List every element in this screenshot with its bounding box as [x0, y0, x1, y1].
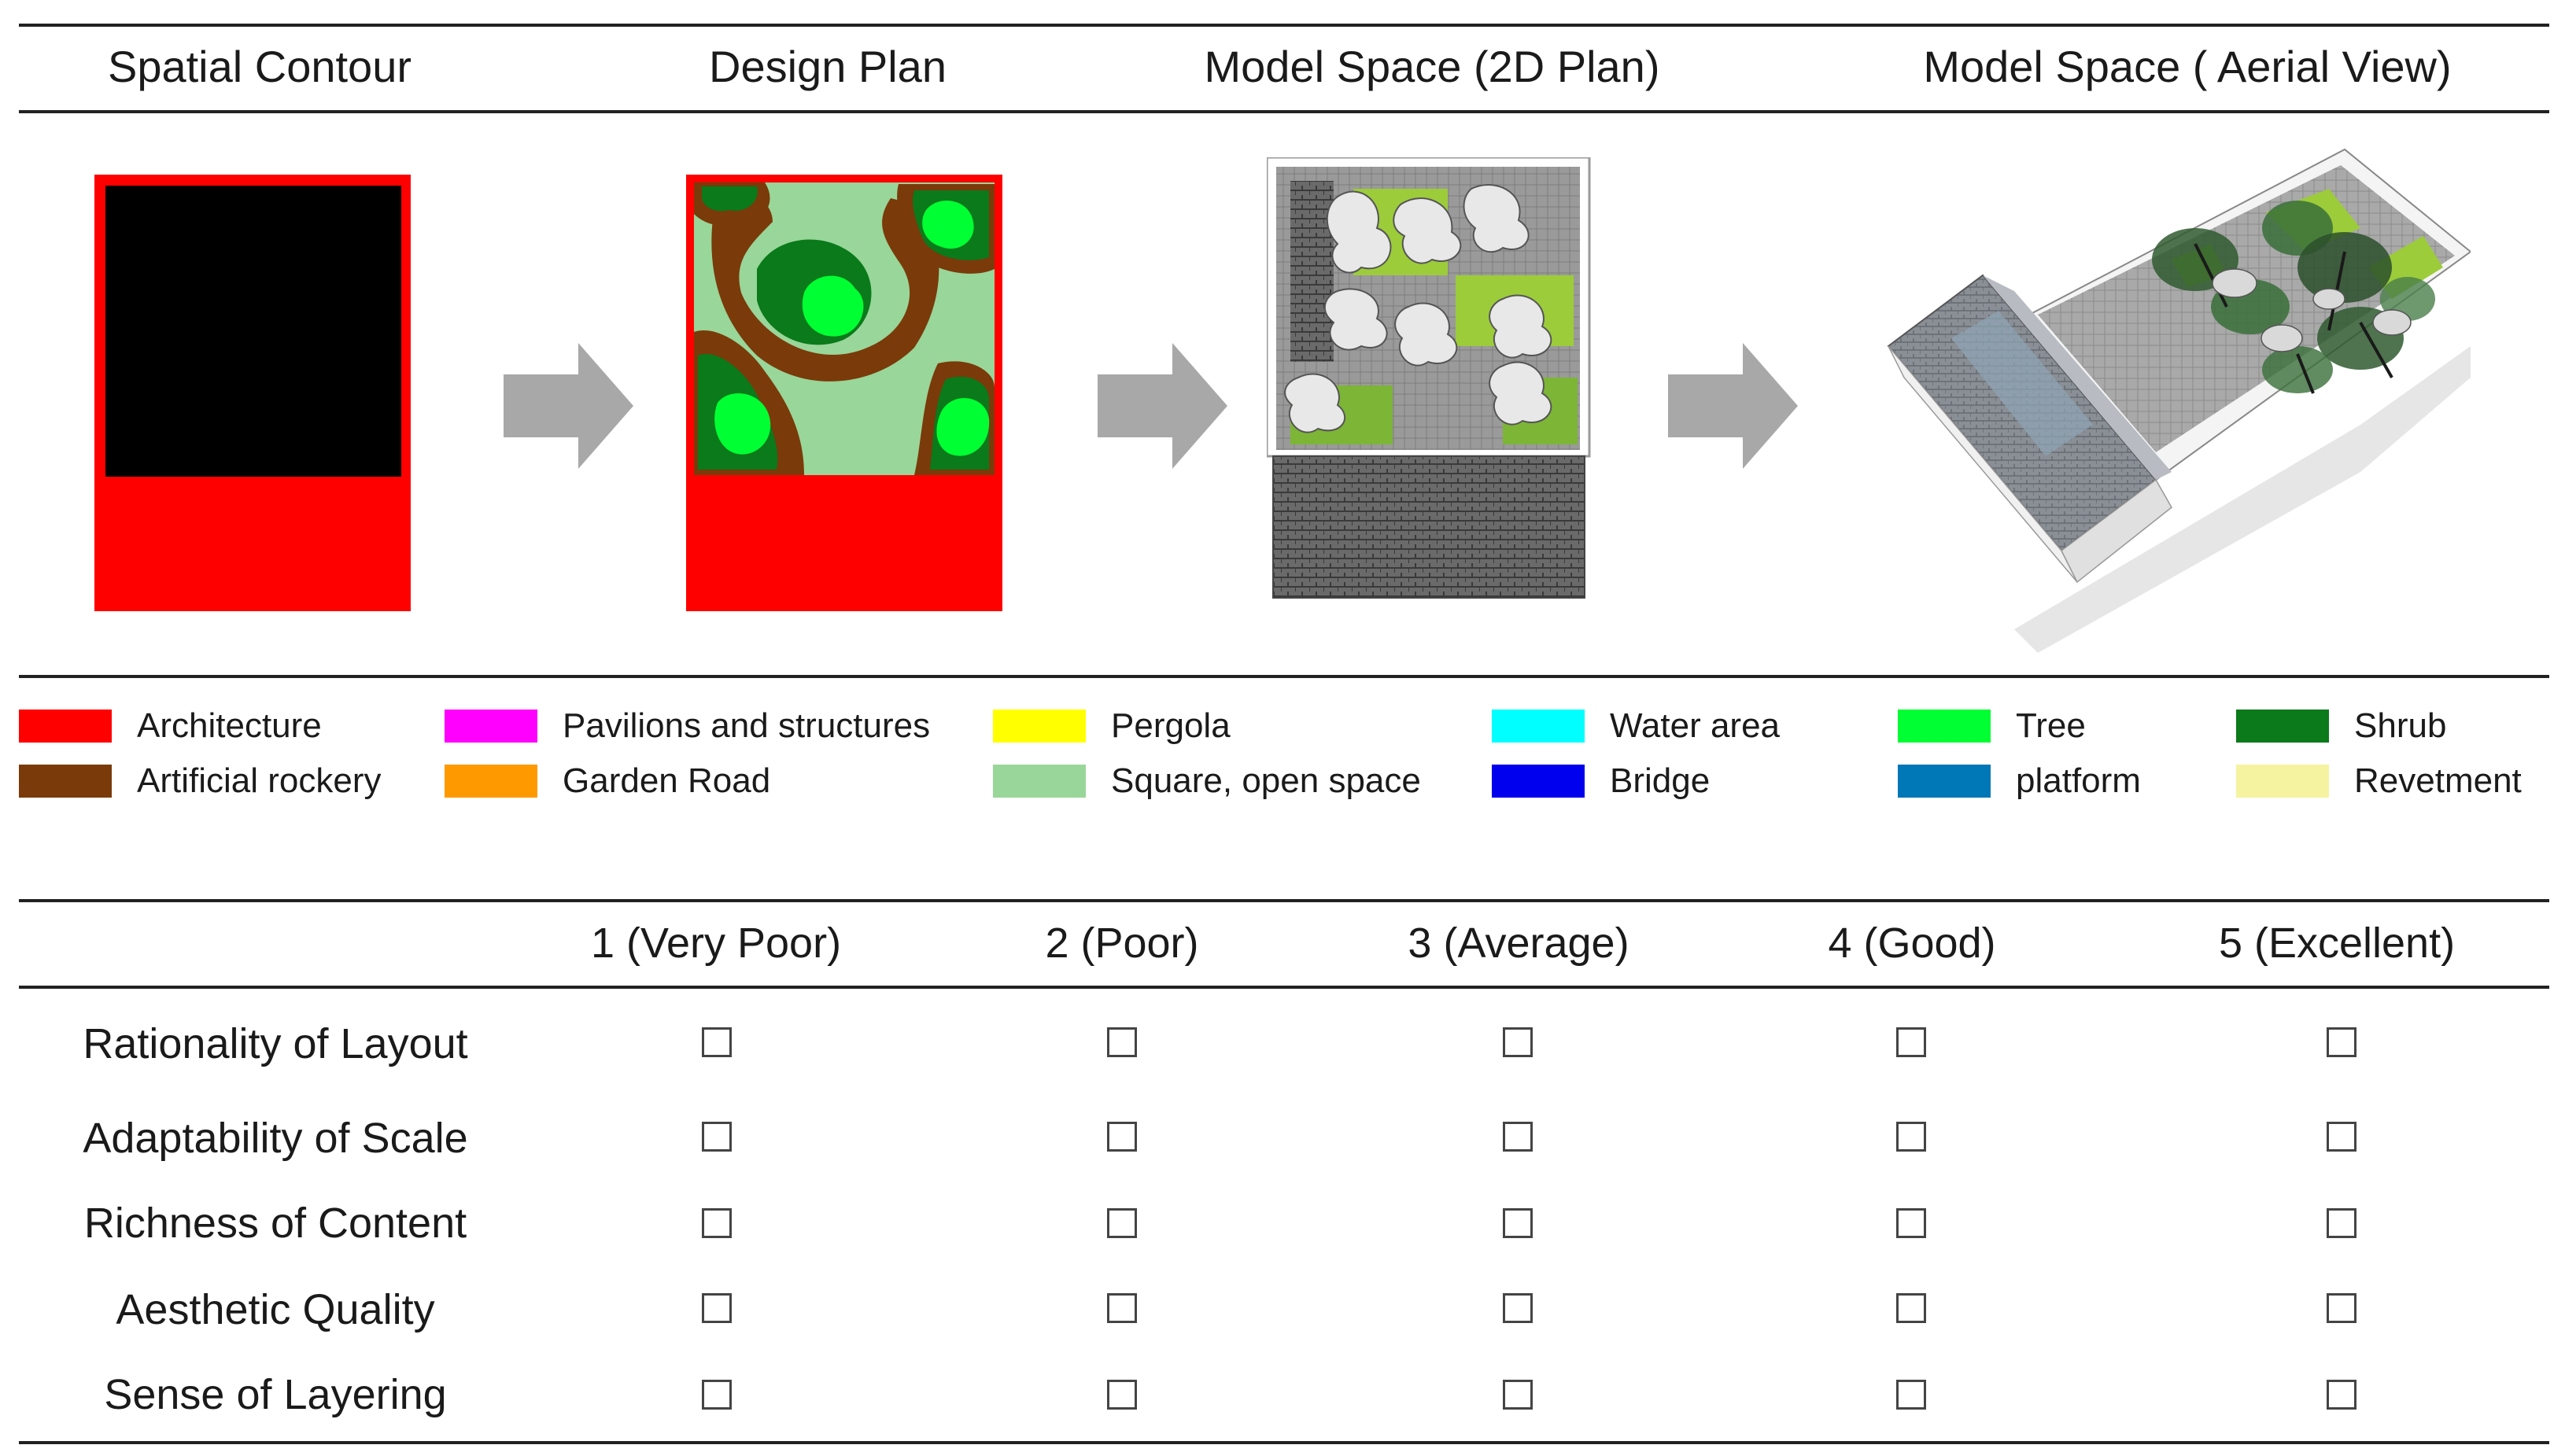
legend-swatch [1492, 710, 1585, 743]
rating-checkbox[interactable] [1503, 1122, 1533, 1152]
rating-checkbox[interactable] [1107, 1380, 1137, 1410]
model-2d-plan-panel [1267, 157, 1591, 599]
rating-checkbox[interactable] [1107, 1027, 1137, 1057]
legend-swatch [1898, 710, 1991, 743]
legend-swatch [1898, 765, 1991, 798]
rating-checkbox[interactable] [702, 1027, 732, 1057]
legend-item-architecture: Architecture [19, 706, 322, 746]
rating-checkbox[interactable] [1107, 1208, 1137, 1238]
arrow-right-icon [1668, 343, 1798, 469]
top-rule [19, 24, 2549, 27]
criterion-label: Aesthetic Quality [116, 1286, 435, 1333]
legend-swatch [993, 765, 1086, 798]
header-spatial-contour: Spatial Contour [107, 42, 412, 91]
rating-checkbox[interactable] [1503, 1380, 1533, 1410]
rating-checkbox[interactable] [1107, 1293, 1137, 1323]
rockery-center [711, 188, 939, 382]
criterion-label: Sense of Layering [104, 1371, 447, 1418]
rating-checkbox[interactable] [2327, 1208, 2356, 1238]
criterion-label: Rationality of Layout [83, 1020, 468, 1067]
tree-center [802, 275, 864, 337]
legend-item-platform: platform [1898, 761, 2141, 801]
rating-checkbox[interactable] [2327, 1380, 2356, 1410]
contour-black-area [105, 186, 401, 477]
legend-item-garden-road: Garden Road [445, 761, 770, 801]
legend-item-square-open-space: Square, open space [993, 761, 1421, 801]
rating-checkbox[interactable] [702, 1380, 732, 1410]
legend-swatch [19, 765, 112, 798]
building-roof-2d [1273, 456, 1585, 598]
legend-swatch [19, 710, 112, 743]
design-plan-panel [686, 175, 1002, 611]
header-model-2d: Model Space (2D Plan) [1204, 42, 1660, 91]
legend-swatch [445, 765, 537, 798]
rating-checkbox[interactable] [702, 1293, 732, 1323]
rating-checkbox[interactable] [1896, 1122, 1926, 1152]
rating-checkbox[interactable] [1107, 1122, 1137, 1152]
arrow-right-icon [504, 343, 633, 469]
criterion-label: Richness of Content [83, 1200, 467, 1247]
scale-header-2: 2 (Poor) [1045, 920, 1199, 967]
legend-swatch [2236, 765, 2329, 798]
legend-swatch [445, 710, 537, 743]
legend-item-pergola: Pergola [993, 706, 1231, 746]
model-aerial-panel [1887, 148, 2471, 653]
rating-checkbox[interactable] [1896, 1380, 1926, 1410]
figure-bottom-rule [19, 675, 2549, 678]
rating-checkbox[interactable] [1503, 1208, 1533, 1238]
rating-checkbox[interactable] [1896, 1027, 1926, 1057]
spatial-contour-panel [94, 175, 411, 611]
rockery-shapes [1284, 184, 1552, 433]
rating-checkbox[interactable] [2327, 1293, 2356, 1323]
legend-item-tree: Tree [1898, 706, 2086, 746]
legend-item-artificial-rockery: Artificial rockery [19, 761, 382, 801]
table-top-rule [19, 899, 2549, 902]
legend-item-pavilions: Pavilions and structures [445, 706, 930, 746]
rating-checkbox[interactable] [702, 1208, 732, 1238]
table-bottom-rule [19, 1441, 2549, 1444]
arrow-right-icon [1098, 343, 1227, 469]
criterion-label: Adaptability of Scale [83, 1115, 468, 1162]
table-header-rule [19, 986, 2549, 989]
rating-checkbox[interactable] [1503, 1027, 1533, 1057]
legend-item-revetment: Revetment [2236, 761, 2522, 801]
legend-swatch [2236, 710, 2329, 743]
scale-header-5: 5 (Excellent) [2218, 920, 2456, 967]
legend-item-bridge: Bridge [1492, 761, 1710, 801]
header-rule [19, 110, 2549, 113]
legend-swatch [993, 710, 1086, 743]
header-model-aerial: Model Space ( Aerial View) [1923, 42, 2452, 91]
scale-header-3: 3 (Average) [1408, 920, 1629, 967]
rating-checkbox[interactable] [2327, 1122, 2356, 1152]
rating-checkbox[interactable] [1896, 1293, 1926, 1323]
rating-checkbox[interactable] [702, 1122, 732, 1152]
legend-swatch [1492, 765, 1585, 798]
legend-item-shrub: Shrub [2236, 706, 2446, 746]
rating-checkbox[interactable] [2327, 1027, 2356, 1057]
scale-header-1: 1 (Very Poor) [590, 920, 842, 967]
legend-item-water-area: Water area [1492, 706, 1780, 746]
header-design-plan: Design Plan [709, 42, 947, 91]
scale-header-4: 4 (Good) [1828, 920, 1996, 967]
rating-checkbox[interactable] [1896, 1208, 1926, 1238]
rating-checkbox[interactable] [1503, 1293, 1533, 1323]
